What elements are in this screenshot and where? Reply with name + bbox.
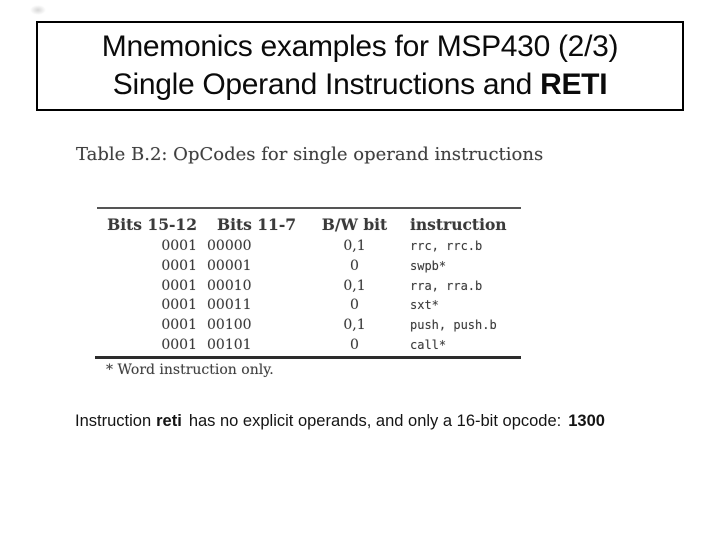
- cell-instruction: call*: [410, 337, 447, 352]
- opcode-table-figure: Table B.2: OpCodes for single operand in…: [76, 144, 544, 378]
- cell-bits-11-7: 00100: [207, 317, 252, 334]
- cell-bits-11-7: 00101: [207, 336, 252, 353]
- cell-bw-bit: 0,1: [343, 317, 366, 334]
- note-text-middle: has no explicit operands, and only a 16-…: [188, 412, 562, 430]
- table-bottom-rule: [95, 356, 521, 359]
- cell-bw-bit: 0: [350, 297, 359, 314]
- cell-bits-15-12: 0001: [161, 238, 197, 254]
- cell-bits-11-7: 00010: [207, 277, 252, 294]
- cell-bits-11-7: 00000: [207, 238, 252, 254]
- cell-bits-15-12: 0001: [161, 277, 197, 294]
- opcode-table: Bits 15-12 Bits 11-7 B/W bit instruction…: [97, 215, 520, 357]
- cell-bits-15-12: 0001: [161, 297, 197, 314]
- col-header-instruction: instruction: [410, 215, 507, 234]
- table-row: 0001 00000 0,1 rrc, rrc.b: [97, 238, 520, 258]
- cell-bits-15-12: 0001: [161, 317, 197, 334]
- title-box: Mnemonics examples for MSP430 (2/3) Sing…: [36, 21, 684, 111]
- table-row: 0001 00100 0,1 push, push.b: [97, 317, 520, 337]
- cell-bits-11-7: 00011: [207, 297, 252, 314]
- title-line-2: Single Operand Instructions and RETI: [112, 66, 608, 104]
- table-row: 0001 00011 0 sxt*: [97, 297, 520, 317]
- cell-instruction: rra, rra.b: [410, 278, 483, 293]
- cell-bits-15-12: 0001: [161, 257, 197, 274]
- note-text-before: Instruction: [75, 412, 152, 430]
- note-mnemonic: reti: [156, 412, 182, 430]
- corner-artifact: [30, 5, 46, 15]
- table-row: 0001 00010 0,1 rra, rra.b: [97, 278, 520, 298]
- col-header-bits-15-12: Bits 15-12: [107, 215, 197, 234]
- cell-bw-bit: 0,1: [343, 277, 366, 294]
- cell-bw-bit: 0,1: [343, 238, 366, 254]
- table-footnote: * Word instruction only.: [106, 362, 274, 378]
- cell-bits-15-12: 0001: [161, 336, 197, 353]
- col-header-bits-11-7: Bits 11-7: [217, 215, 297, 234]
- col-header-bw-bit: B/W bit: [321, 215, 388, 234]
- title-line-1: Mnemonics examples for MSP430 (2/3): [101, 30, 619, 63]
- cell-instruction: sxt*: [410, 298, 439, 313]
- title-line-2-emphasis: RETI: [540, 68, 608, 101]
- cell-bw-bit: 0: [350, 336, 359, 353]
- cell-bw-bit: 0: [350, 257, 359, 274]
- table-row: 0001 00001 0 swpb*: [97, 258, 520, 278]
- cell-bits-11-7: 00001: [207, 257, 252, 274]
- note-opcode: 1300: [568, 412, 605, 430]
- table-caption: Table B.2: OpCodes for single operand in…: [76, 144, 544, 165]
- table-row: 0001 00101 0 call*: [97, 337, 520, 357]
- table-header-row: Bits 15-12 Bits 11-7 B/W bit instruction: [97, 215, 520, 238]
- cell-instruction: swpb*: [410, 258, 447, 273]
- title-line-2-text: Single Operand Instructions and: [112, 68, 541, 101]
- cell-instruction: rrc, rrc.b: [410, 239, 483, 253]
- cell-instruction: push, push.b: [410, 318, 497, 333]
- table-top-rule: [97, 207, 521, 209]
